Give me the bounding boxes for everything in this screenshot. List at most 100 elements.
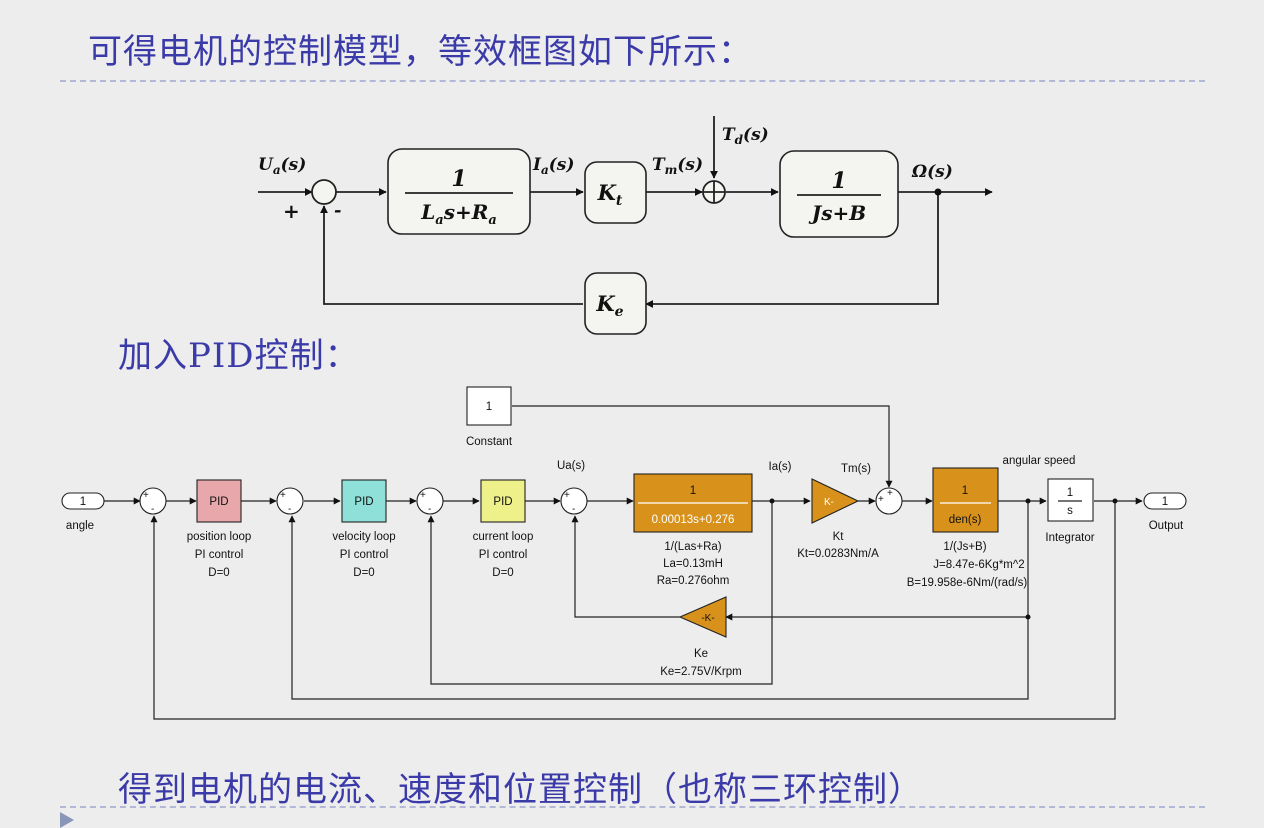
sum-position-plus: +	[143, 490, 149, 501]
sum-current-plus: +	[420, 490, 426, 501]
heading-add-pid: 加入PID控制：	[118, 336, 360, 376]
pid-velocity-line-3: D=0	[353, 567, 374, 579]
block-ke	[584, 272, 647, 335]
heading-motor-model: 可得电机的控制模型，等效框图如下所示：	[88, 32, 753, 72]
pid-velocity-line-1: velocity loop	[332, 531, 395, 543]
block-mechanical	[779, 150, 899, 238]
branch-point	[934, 188, 942, 196]
wire-position-feedback	[150, 501, 1116, 720]
label-omega: Ω(s)	[911, 162, 953, 182]
tf-electrical-line-1: 1/(Las+Ra)	[664, 541, 721, 553]
pid-velocity-text: PID	[354, 496, 373, 508]
integrator-num: 1	[1067, 487, 1073, 499]
wire-ke-to-sum	[320, 205, 583, 305]
outport-number: 1	[1162, 496, 1168, 508]
pid-position-text: PID	[209, 496, 228, 508]
integrator-den: s	[1067, 505, 1073, 517]
wire-feedback-to-ke	[645, 192, 939, 308]
sum-position-minus: -	[151, 504, 154, 515]
integrator-block	[1047, 478, 1094, 522]
tf-mechanical-den: den(s)	[949, 514, 982, 526]
sum-voltage-plus: +	[564, 490, 570, 501]
constant-value: 1	[486, 401, 492, 413]
tf-electrical-num: 1	[690, 485, 696, 497]
sum-torque-plus-2: +	[887, 488, 893, 499]
sum-velocity	[276, 487, 304, 515]
corner-arrow-icon	[60, 812, 74, 828]
label-tm: Tm(s)	[652, 155, 703, 177]
motor-model-diagram: + - Ua(s) Ia(s) Tm(s) Td(s) Ω(s) 1 Las+R…	[258, 116, 993, 335]
constant-label: Constant	[466, 436, 513, 448]
divider-bottom	[60, 806, 1205, 808]
inport-label: angle	[66, 520, 94, 532]
branch-speed-ke	[1025, 614, 1031, 620]
summing-junction-1	[311, 179, 337, 205]
gain-ke-line-1: Ke	[694, 648, 708, 660]
branch-ia	[769, 498, 775, 504]
block1-denominator: Las+Ra	[420, 200, 497, 228]
signal-tm: Tm(s)	[841, 463, 871, 475]
pid-position-line-3: D=0	[208, 567, 229, 579]
pid-velocity-block	[341, 479, 387, 523]
gain-kt-line-1: Kt	[833, 531, 845, 543]
wire-constant-to-sum5	[512, 405, 893, 488]
pid-cascade-diagram: 1 angle 1 Output + - + - + - + - + + PID…	[61, 386, 1187, 720]
tf-mechanical-line-3: B=19.958e-6Nm/(rad/s)	[907, 577, 1028, 589]
block2-denominator: Js+B	[808, 201, 866, 225]
ke-label: Ke	[595, 291, 623, 320]
kt-label: Kt	[597, 180, 623, 209]
branch-speed	[1025, 498, 1031, 504]
pid-velocity-line-2: PI control	[340, 549, 389, 561]
label-ia: Ia(s)	[532, 155, 574, 177]
sum-position	[139, 487, 167, 515]
block-electrical	[387, 148, 531, 235]
sum-current	[416, 487, 444, 515]
branch-angle	[1112, 498, 1118, 504]
sum1-minus-sign: -	[334, 200, 341, 221]
block-kt	[584, 161, 647, 224]
wire-ke-to-sum4	[571, 515, 680, 618]
signal-ia: Ia(s)	[769, 461, 792, 473]
block2-numerator: 1	[831, 168, 846, 194]
tf-mechanical-line-1: 1/(Js+B)	[943, 541, 986, 553]
outport-label: Output	[1149, 520, 1184, 532]
sum-torque	[875, 487, 903, 515]
sum-velocity-minus: -	[288, 504, 291, 515]
signal-ua: Ua(s)	[557, 460, 585, 472]
sum-torque-plus-1: +	[878, 494, 884, 505]
label-td: Td(s)	[722, 125, 769, 147]
tf-mechanical-num: 1	[962, 485, 968, 497]
constant-block	[466, 386, 512, 426]
outport-output	[1143, 492, 1187, 510]
tf-electrical-den: 0.00013s+0.276	[652, 514, 735, 526]
gain-kt	[811, 478, 860, 524]
gain-kt-line-2: Kt=0.0283Nm/A	[797, 548, 879, 560]
pid-current-text: PID	[493, 496, 512, 508]
sum-velocity-plus: +	[280, 490, 286, 501]
pid-position-block	[196, 479, 242, 523]
pid-current-line-3: D=0	[492, 567, 513, 579]
wire-velocity-feedback	[288, 501, 1029, 700]
inport-number: 1	[80, 496, 86, 508]
pid-position-line-1: position loop	[187, 531, 252, 543]
heading-three-loop: 得到电机的电流、速度和位置控制（也称三环控制）	[118, 770, 923, 810]
sum1-plus-sign: +	[283, 199, 300, 223]
pid-current-line-1: current loop	[473, 531, 534, 543]
gain-kt-text: K-	[824, 497, 834, 508]
wire-current-feedback	[427, 501, 773, 685]
sum-current-minus: -	[428, 504, 431, 515]
pid-current-block	[480, 479, 526, 523]
tf-electrical-line-3: Ra=0.276ohm	[657, 575, 730, 587]
pid-current-line-2: PI control	[479, 549, 528, 561]
gain-ke	[678, 596, 727, 638]
inport-angle	[61, 492, 105, 510]
gain-ke-line-2: Ke=2.75V/Krpm	[660, 666, 742, 678]
tf-mechanical-line-2: J=8.47e-6Kg*m^2	[933, 559, 1024, 571]
signal-angular-speed: angular speed	[1003, 455, 1076, 467]
gain-ke-text: -K-	[701, 613, 714, 624]
block1-numerator: 1	[451, 166, 466, 192]
tf-electrical-line-2: La=0.13mH	[663, 558, 723, 570]
pid-position-line-2: PI control	[195, 549, 244, 561]
sum-voltage	[560, 487, 588, 515]
